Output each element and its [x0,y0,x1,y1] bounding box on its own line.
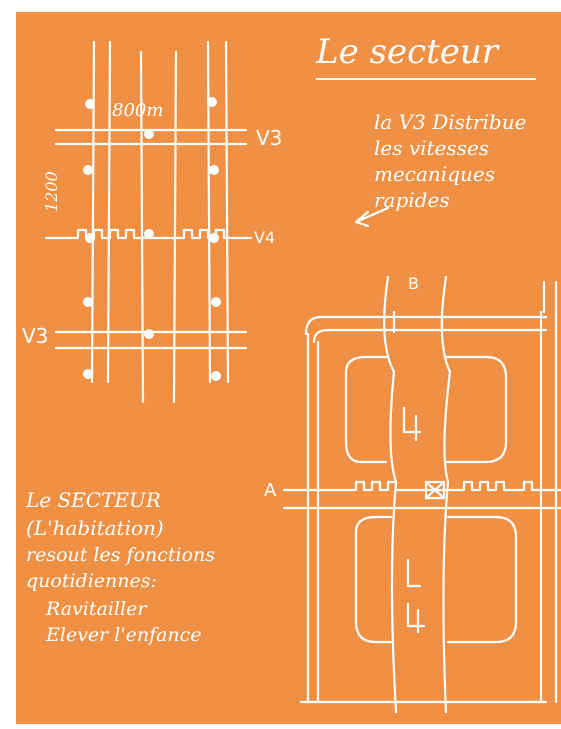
distance-vertical-label: 1200 [42,171,61,212]
road-v3-bottom-label: V3 [22,324,48,348]
road-v4-label: V4 [254,228,275,247]
note-bottom-line-4: quotidiennes: [26,570,157,592]
distance-horizontal-label: 800m [112,100,163,121]
left-margin-strip [0,0,16,729]
note-top-line-4: rapides [374,188,450,212]
note-bottom-line-1: Le SECTEUR [26,488,161,512]
page-title: Le secteur [316,32,498,72]
note-bottom-line-2: (L'habitation) [26,516,164,540]
axis-b-label: B [408,274,419,293]
note-bottom-line-5: Ravitailler [46,598,146,620]
road-v3-top-label: V3 [256,126,282,150]
note-top-line-1: la V3 Distribue [374,110,526,134]
small-grid [46,42,388,402]
sketch-page: Le secteur la V3 Distribue les vitesses … [16,12,561,724]
title-underline [316,78,536,80]
axis-a-label: A [264,480,276,501]
note-bottom-line-6: Elever l'enfance [46,624,202,646]
sector-plan [284,277,561,712]
note-top-line-3: mecaniques [374,162,495,186]
note-top-line-2: les vitesses [374,136,489,160]
note-bottom-line-3: resout les fonctions [26,544,215,566]
